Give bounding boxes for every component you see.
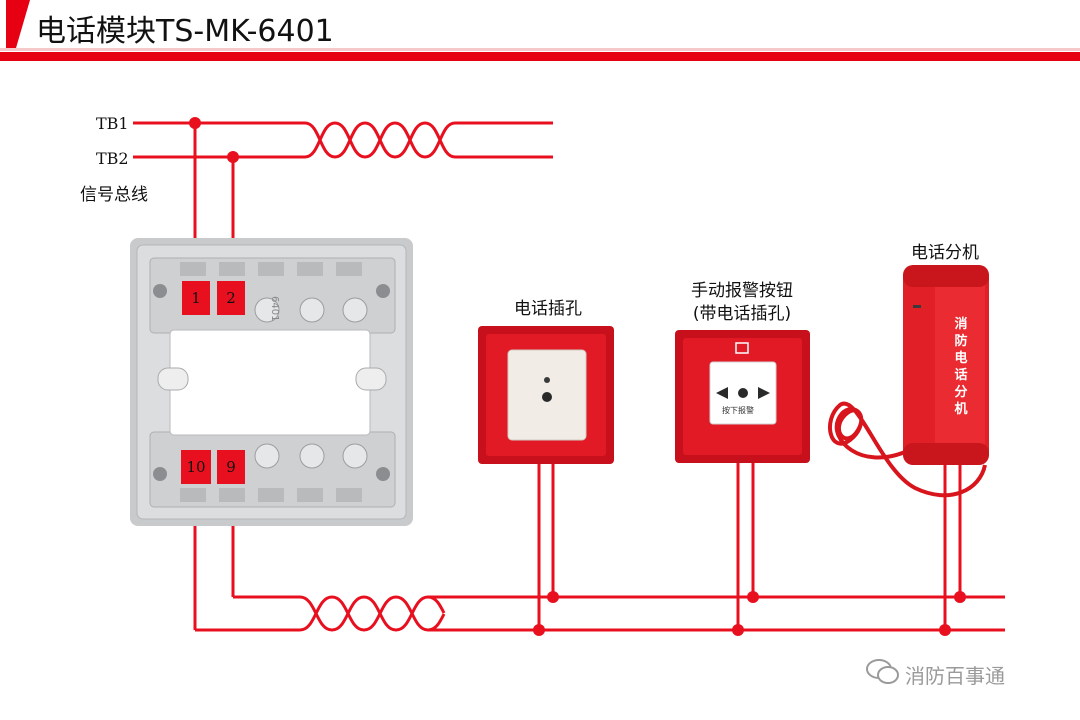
call-point-label-line2: (带电话插孔)	[692, 304, 792, 324]
header-bar-shadow	[0, 48, 1080, 51]
handset-char: 消	[954, 317, 968, 332]
tb1-label: TB1	[96, 114, 129, 133]
phone-jack-device	[478, 326, 614, 464]
junction-dots	[189, 117, 966, 636]
handset-label: 电话分机	[911, 243, 979, 263]
handset-char: 电	[954, 351, 968, 366]
page-title: 电话模块TS-MK-6401	[36, 14, 334, 49]
handset-vertical-text: 消 防 电 话 分 机	[952, 316, 970, 418]
signal-bus-wires	[133, 121, 553, 245]
terminal-10: 10	[181, 450, 211, 484]
phone-jack-label: 电话插孔	[514, 299, 582, 319]
terminal-2: 2	[217, 281, 245, 315]
header-bar	[0, 52, 1080, 61]
signal-bus-label: 信号总线	[80, 185, 148, 205]
handset-char: 话	[954, 368, 968, 383]
fire-telephone-handset	[827, 265, 989, 498]
phone-line-wires	[193, 462, 1005, 632]
manual-call-point-device	[675, 330, 810, 463]
watermark-text: 消防百事通	[905, 664, 1005, 688]
phone-module	[130, 238, 413, 526]
module-model-mark: 6401	[269, 296, 280, 322]
terminal-1: 1	[182, 281, 210, 315]
terminal-9: 9	[217, 450, 245, 484]
wechat-icon	[866, 659, 899, 684]
title-accent-mark	[6, 0, 30, 48]
handset-char: 防	[954, 334, 968, 349]
handset-char: 机	[954, 402, 968, 417]
call-point-label-line1: 手动报警按钮	[691, 281, 793, 301]
handset-char: 分	[954, 385, 968, 400]
tb2-label: TB2	[96, 149, 129, 168]
call-point-face-text: 按下报警	[722, 406, 754, 415]
